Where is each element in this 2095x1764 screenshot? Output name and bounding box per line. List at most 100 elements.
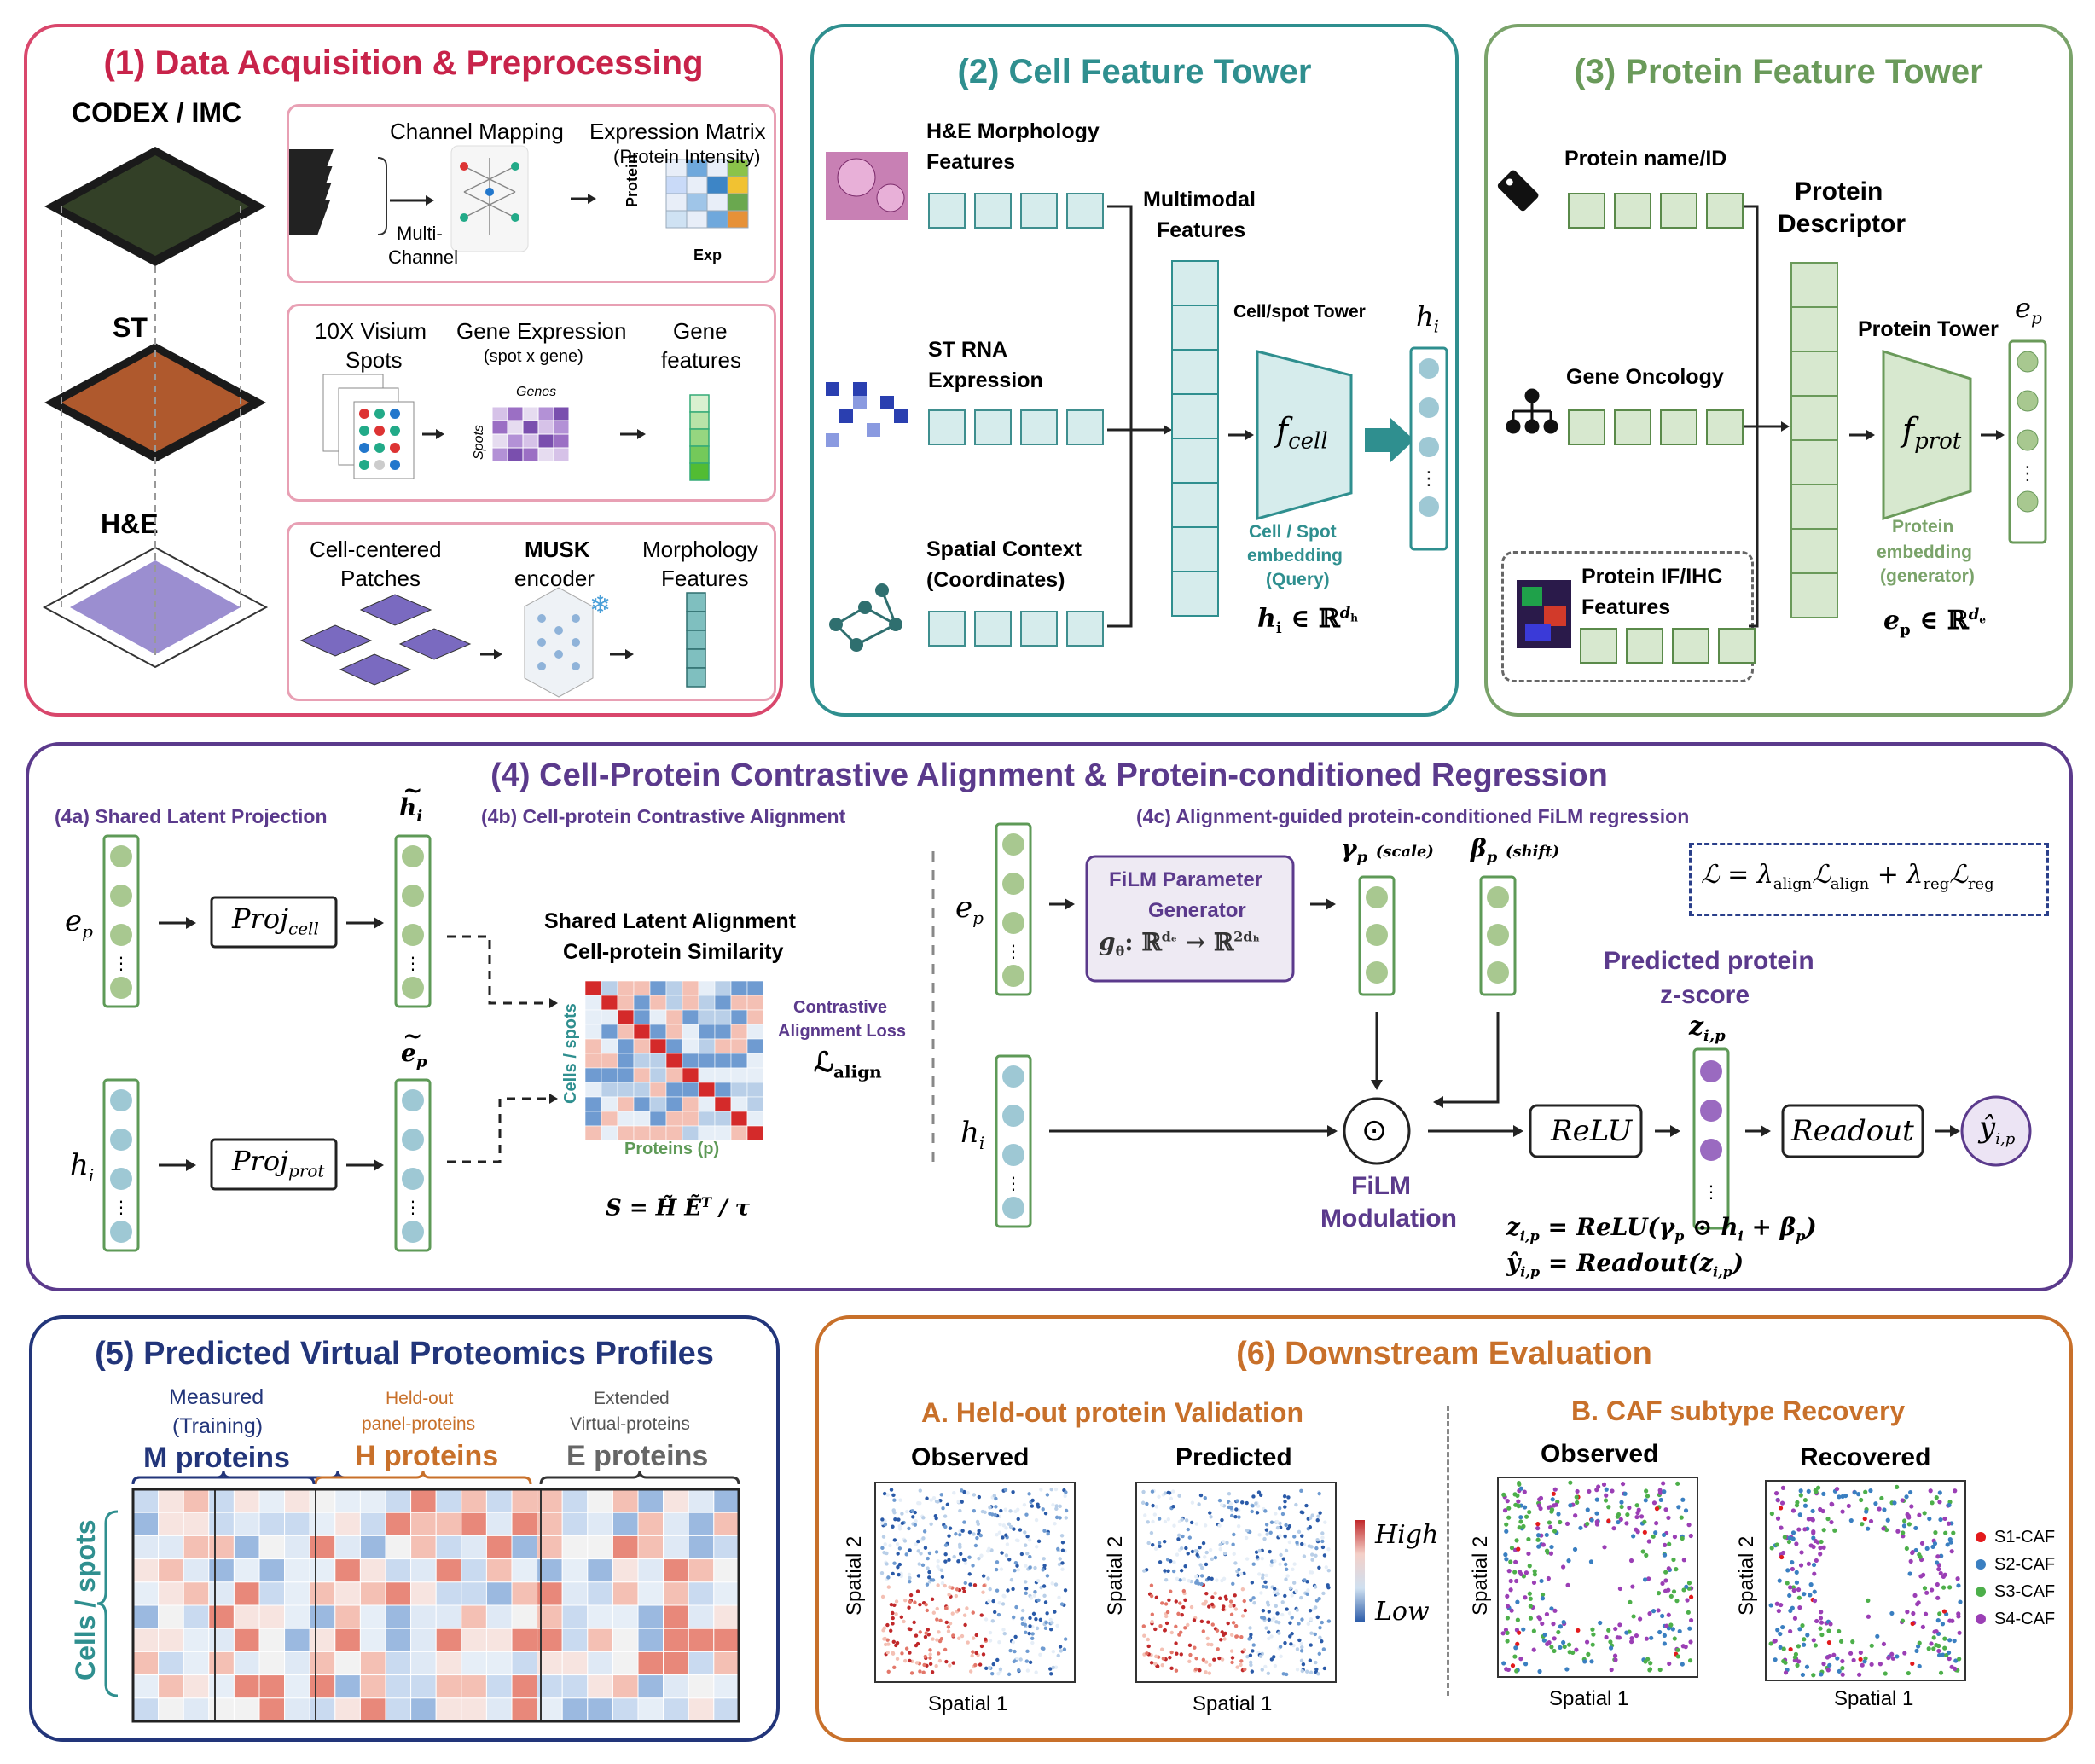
visium-label-1: 10X Visium	[315, 318, 427, 344]
st-rna-label-1: ST RNA	[928, 338, 1008, 362]
cell-tower-label: Cell/spot Tower	[1233, 302, 1366, 322]
hi-top-label: hi	[1416, 300, 1440, 337]
film-generator-label-1: FiLM Parameter	[1109, 868, 1263, 891]
ep-space-label: ep ∈ ℝde	[1883, 606, 1986, 639]
cell-embedding-label-1: Cell / Spot	[1249, 522, 1337, 542]
colorbar-high-label: High	[1375, 1520, 1439, 1550]
section-divider	[1447, 1406, 1449, 1696]
panel-data-acquisition: (1) Data Acquisition & Preprocessing COD…	[24, 24, 783, 717]
ep-top-label: ep	[2015, 292, 2042, 328]
protein-if-label-2: Features	[1581, 595, 1671, 619]
gamma-label: γp (scale)	[1341, 834, 1434, 867]
gene-features-label-2: features	[661, 347, 741, 373]
panel-3-title: (3) Protein Feature Tower	[1574, 53, 1983, 90]
equation-z: zi,p = ReLU(γp ⊙ hi + βp)	[1506, 1213, 1817, 1245]
morphology-label-1: Morphology	[642, 537, 758, 562]
musk-box: ❄ Cell-centered Patches MUSK encoder Mor…	[287, 522, 776, 701]
odot-operator: ⊙	[1361, 1112, 1388, 1147]
musk-graphic: ❄	[299, 587, 706, 698]
hi-space-label: hi ∈ ℝdh	[1257, 604, 1359, 637]
e-proteins-label: E proteins	[566, 1440, 709, 1472]
colorbar-low-label: Low	[1375, 1597, 1430, 1627]
similarity-formula: S = H̃ ẼT / τ	[606, 1194, 751, 1221]
multi-channel-label-1: Multi-	[397, 223, 443, 244]
legend-dot-s1	[1976, 1532, 1986, 1542]
cell-embedding-label-2: embedding	[1247, 546, 1343, 566]
protein-descriptor-label-1: Protein	[1795, 177, 1883, 206]
protein-embedding-label-2: embedding	[1877, 543, 1973, 562]
spatial1-b-rec: Spatial 1	[1834, 1687, 1914, 1710]
svg-text:⋮: ⋮	[2018, 462, 2037, 484]
svg-text:❄: ❄	[589, 591, 611, 619]
svg-text:⋮: ⋮	[404, 1198, 421, 1217]
gene-expression-sub: (spot x gene)	[484, 347, 583, 366]
observed-a-label: Observed	[911, 1443, 1030, 1471]
protein-embedding-label-3: (generator)	[1880, 566, 1975, 586]
legend-item-s4: S4-CAF	[1976, 1605, 2055, 1633]
panel-4-title: (4) Cell-Protein Contrastive Alignment &…	[490, 757, 1608, 793]
virtual-proteomics-heatmap	[96, 1470, 740, 1723]
st-label: ST	[113, 312, 148, 343]
measured-label-2: (Training)	[172, 1414, 264, 1438]
expression-matrix-label: Expression Matrix	[589, 119, 766, 144]
f-prot-label: fprot	[1902, 411, 1962, 455]
protein-tower-label: Protein Tower	[1858, 317, 1999, 341]
extended-label-1: Extended	[594, 1389, 670, 1408]
he-morph-label-2: Features	[926, 150, 1016, 174]
channel-mapping-label: Channel Mapping	[390, 119, 564, 144]
visium-box: 10X Visium Spots Gene Expression (spot x…	[287, 304, 776, 502]
section-4b-label: (4b) Cell-protein Contrastive Alignment	[481, 805, 846, 827]
relu-box-label: ReLU	[1551, 1114, 1633, 1148]
predicted-zscore-label-2: z-score	[1660, 981, 1750, 1009]
total-loss-formula: ℒ = λalignℒalign + λregℒreg	[1701, 860, 1994, 893]
section-4a-label: (4a) Shared Latent Projection	[55, 805, 328, 827]
svg-text:⋮: ⋮	[1419, 467, 1438, 489]
patches-label-2: Patches	[340, 566, 421, 591]
legend-item-s2: S2-CAF	[1976, 1551, 2055, 1578]
legend-item-s1: S1-CAF	[1976, 1523, 2055, 1551]
protein-name-label: Protein name/ID	[1564, 147, 1727, 171]
z-label: zi,p	[1689, 1012, 1726, 1045]
held-out-label-2: panel-proteins	[362, 1414, 476, 1434]
panel-2-title: (2) Cell Feature Tower	[957, 53, 1312, 90]
musk-label: MUSK	[525, 537, 590, 562]
spatial1-a-obs: Spatial 1	[928, 1692, 1008, 1715]
contrastive-loss-label-1: Contrastive	[793, 998, 888, 1017]
proj-prot-label: Projprot	[232, 1145, 325, 1181]
hi-4c-label: hi	[960, 1116, 985, 1153]
svg-text:⋮: ⋮	[404, 955, 421, 973]
gene-oncology-features-row	[1568, 409, 1744, 445]
section-4c-label: (4c) Alignment-guided protein-conditione…	[1136, 805, 1690, 827]
st-rna-label-2: Expression	[928, 368, 1043, 392]
h-tilde-label: ~hi	[399, 776, 423, 826]
ep-4a-label: ep	[65, 904, 93, 942]
predicted-a-label: Predicted	[1175, 1443, 1292, 1471]
panel-contrastive-alignment: (4) Cell-Protein Contrastive Alignment &…	[26, 742, 2073, 1291]
readout-box-label: Readout	[1791, 1114, 1914, 1148]
film-modulation-label-2: Modulation	[1320, 1204, 1457, 1233]
measured-label-1: Measured	[169, 1385, 264, 1409]
align-loss-symbol: ℒalign	[814, 1046, 882, 1082]
legend-item-s3: S3-CAF	[1976, 1578, 2055, 1605]
svg-text:⋮: ⋮	[1703, 1183, 1720, 1202]
he-morph-label-1: H&E Morphology	[926, 119, 1100, 143]
protein-intensity-label: (Protein Intensity)	[613, 146, 761, 167]
cell-embedding-label-3: (Query)	[1266, 570, 1330, 589]
h-proteins-label: H proteins	[355, 1440, 499, 1472]
spatial-context-label-2: (Coordinates)	[926, 568, 1065, 592]
tissue-stack-graphic	[42, 147, 269, 669]
f-cell-label: fcell	[1276, 411, 1328, 455]
recovered-b-label: Recovered	[1800, 1443, 1931, 1471]
he-label: H&E	[101, 508, 159, 539]
panel-virtual-proteomics: (5) Predicted Virtual Proteomics Profile…	[29, 1315, 780, 1742]
protein-if-label-1: Protein IF/IHC	[1581, 565, 1723, 589]
e-tilde-label: ~ep	[401, 1022, 427, 1071]
channel-mapping-box: Channel Mapping Expression Matrix (Prote…	[287, 104, 776, 283]
protein-tower-graphic: ⋮	[1497, 170, 2047, 648]
spatial1-b-obs: Spatial 1	[1549, 1687, 1629, 1710]
visium-label-2: Spots	[345, 347, 403, 373]
matrix-protein-axis: Protein	[624, 154, 641, 207]
protein-if-features-row	[1580, 628, 1756, 664]
panel-6-title: (6) Downstream Evaluation	[1236, 1336, 1652, 1372]
caf-legend: S1-CAF S2-CAF S3-CAF S4-CAF	[1976, 1523, 2055, 1633]
